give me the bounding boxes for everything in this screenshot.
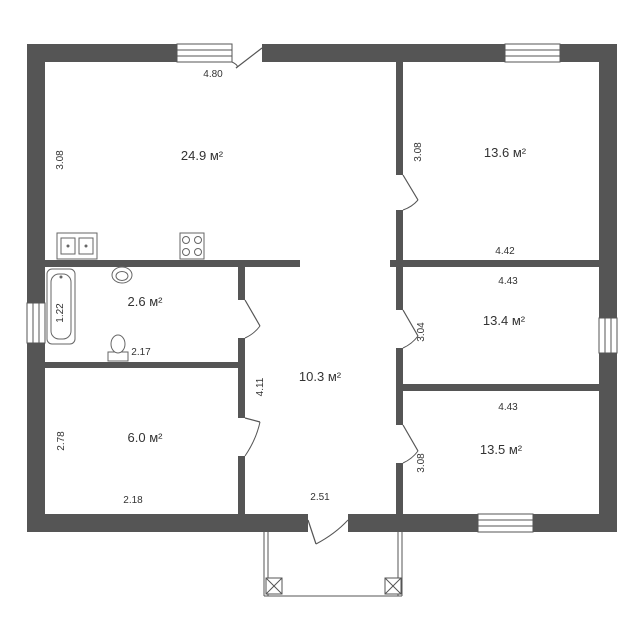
wall-middle-vertical bbox=[396, 62, 403, 514]
window-west bbox=[26, 302, 46, 344]
doors bbox=[231, 47, 419, 545]
room-area-room-se: 13.5 м² bbox=[480, 442, 523, 457]
porch bbox=[263, 532, 403, 597]
window-south bbox=[477, 513, 534, 533]
door-north bbox=[231, 47, 263, 69]
room-area-living: 24.9 м² bbox=[181, 148, 224, 163]
dim-room-se-width: 4.43 bbox=[498, 402, 518, 413]
door-gap-north bbox=[232, 44, 262, 62]
room-area-bath: 2.6 м² bbox=[128, 294, 164, 309]
door-bedroom bbox=[402, 174, 419, 211]
dim-room-sw-width: 2.18 bbox=[123, 495, 143, 506]
interior-walls bbox=[45, 62, 599, 514]
outer-walls bbox=[27, 44, 617, 532]
dim-room-e-width: 4.43 bbox=[498, 276, 518, 287]
room-area-room-sw: 6.0 м² bbox=[128, 430, 164, 445]
wall-west bbox=[27, 44, 45, 532]
door-bath bbox=[244, 299, 261, 339]
dim-hall-width: 2.51 bbox=[310, 492, 330, 503]
wall-hall-west bbox=[238, 267, 245, 514]
door-entrance bbox=[307, 519, 349, 545]
room-area-labels: 24.9 м² 13.6 м² 2.6 м² 10.3 м² 13.4 м² 6… bbox=[128, 145, 527, 457]
door-gap-bedroom bbox=[396, 175, 403, 210]
wall-north bbox=[27, 44, 617, 62]
dimension-labels: 4.80 3.08 4.42 3.08 2.17 1.22 2.51 4.11 … bbox=[55, 69, 518, 506]
dim-room-e-height: 3.04 bbox=[416, 322, 427, 342]
bathtub-icon bbox=[46, 268, 76, 345]
dim-bath-width: 2.17 bbox=[131, 347, 151, 358]
porch-post-right bbox=[384, 577, 402, 595]
window-north-left bbox=[176, 43, 233, 63]
hall-opening bbox=[300, 260, 390, 267]
dim-bedroom-ne-height: 3.08 bbox=[413, 142, 424, 162]
door-room-se bbox=[402, 424, 419, 464]
door-room-e bbox=[402, 309, 419, 349]
wall-living-south bbox=[45, 260, 300, 267]
openings bbox=[232, 44, 403, 532]
wall-east-rooms bbox=[403, 384, 599, 391]
window-east bbox=[598, 317, 618, 354]
dim-room-se-height: 3.08 bbox=[416, 453, 427, 473]
dim-room-sw-height: 2.78 bbox=[56, 431, 67, 451]
wall-east bbox=[599, 44, 617, 532]
door-gap-room-se bbox=[396, 425, 403, 463]
fixtures bbox=[46, 232, 205, 362]
room-area-bedroom-ne: 13.6 м² bbox=[484, 145, 527, 160]
door-gap-room-sw bbox=[238, 418, 245, 456]
wall-bath-south bbox=[45, 362, 238, 368]
window-north-right bbox=[504, 43, 561, 63]
dim-living-width: 4.80 bbox=[203, 69, 223, 80]
washbasin-icon bbox=[111, 266, 133, 284]
dim-living-height: 3.08 bbox=[55, 150, 66, 170]
door-gap-entrance bbox=[308, 514, 348, 532]
door-gap-bath bbox=[238, 300, 245, 338]
wall-bedroom-south bbox=[390, 260, 599, 267]
room-area-hall: 10.3 м² bbox=[299, 369, 342, 384]
kitchen-sink-icon bbox=[56, 232, 98, 260]
dim-hall-height: 4.11 bbox=[255, 377, 266, 396]
porch-post-left bbox=[265, 577, 283, 595]
stove-icon bbox=[179, 232, 205, 260]
door-room-sw bbox=[244, 417, 261, 457]
dim-bedroom-ne-width: 4.42 bbox=[495, 246, 515, 257]
dim-bath-height: 1.22 bbox=[55, 303, 66, 323]
toilet-icon bbox=[107, 334, 129, 362]
door-gap-room-e bbox=[396, 310, 403, 348]
windows bbox=[26, 43, 618, 533]
room-area-room-e: 13.4 м² bbox=[483, 313, 526, 328]
